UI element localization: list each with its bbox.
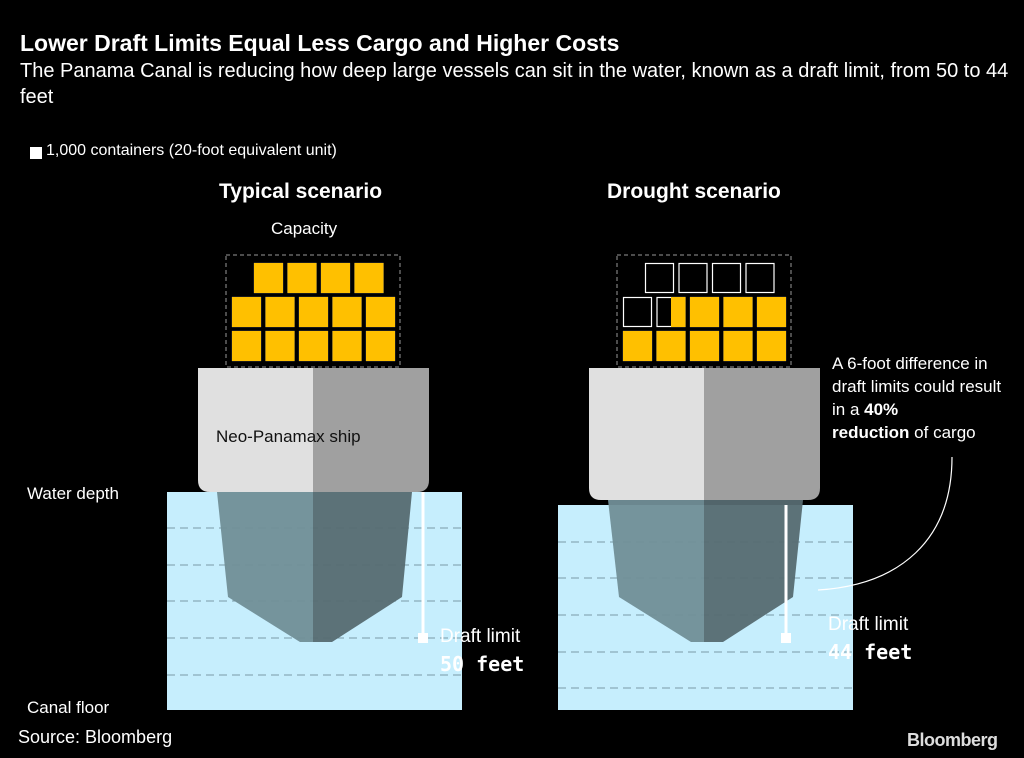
drought-hull-dark (704, 500, 803, 642)
typical-deck-light (198, 368, 313, 492)
annotation-reduction: reduction (832, 423, 910, 442)
drought-hull-light (608, 500, 704, 642)
capacity-label: Capacity (271, 219, 338, 238)
typical-container (287, 263, 317, 293)
annotation-text: A 6-foot difference in draft limits coul… (832, 354, 1002, 419)
drought-heading: Drought scenario (607, 180, 781, 203)
drought-container (690, 331, 719, 361)
annotation: A 6-foot difference in draft limits coul… (832, 352, 1012, 444)
typical-container (299, 331, 328, 361)
drought-container (690, 297, 719, 327)
typical-container (265, 331, 295, 361)
drought-draft-marker (781, 633, 791, 643)
drought-deck-light (589, 368, 704, 500)
drought-container (757, 331, 786, 361)
typical-draft-value: 50 feet (440, 652, 525, 676)
annotation-leader-line (817, 456, 953, 591)
drought-draft-value: 44 feet (828, 640, 913, 664)
water-depth-label: Water depth (27, 484, 119, 503)
drought-container (623, 331, 652, 361)
legend-swatch (30, 147, 42, 159)
drought-container-outline (622, 296, 653, 328)
drought-container-outline (745, 262, 775, 294)
legend-label: 1,000 containers (20-foot equivalent uni… (46, 142, 337, 159)
typical-capacity-box (225, 254, 401, 368)
typical-container (366, 297, 395, 327)
annotation-text-end: of cargo (909, 423, 976, 442)
drought-container (656, 331, 686, 361)
typical-container (232, 331, 261, 361)
drought-container (723, 331, 753, 361)
drought-container-outline (678, 262, 708, 294)
brand-logo: Bloomberg (907, 730, 998, 750)
drought-deck-dark (704, 368, 820, 500)
typical-container (232, 297, 261, 327)
drought-draft-label: Draft limit (828, 614, 909, 635)
chart-title: Lower Draft Limits Equal Less Cargo and … (20, 30, 620, 56)
typical-hull-dark (313, 492, 412, 642)
typical-deck-dark (313, 368, 429, 492)
drought-container (757, 297, 786, 327)
canal-floor-label: Canal floor (27, 698, 110, 717)
drought-container (671, 297, 686, 327)
source: Source: Bloomberg (18, 727, 173, 747)
drought-capacity-box (616, 254, 792, 368)
drought-container-outline (711, 262, 742, 294)
typical-container (354, 263, 384, 293)
typical-draft-label: Draft limit (440, 626, 521, 647)
annotation-percent: 40% (864, 400, 899, 419)
typical-container (265, 297, 295, 327)
typical-hull-light (217, 492, 313, 642)
chart-subtitle: The Panama Canal is reducing how deep la… (20, 60, 1009, 108)
ship-label: Neo-Panamax ship (216, 427, 361, 446)
drought-container-outline (644, 262, 675, 294)
typical-draft-marker (418, 633, 428, 643)
typical-container (332, 297, 362, 327)
typical-container (332, 331, 362, 361)
typical-heading: Typical scenario (219, 180, 383, 203)
typical-container (366, 331, 395, 361)
typical-container (299, 297, 328, 327)
drought-container (723, 297, 753, 327)
typical-container (254, 263, 283, 293)
typical-container (321, 263, 350, 293)
